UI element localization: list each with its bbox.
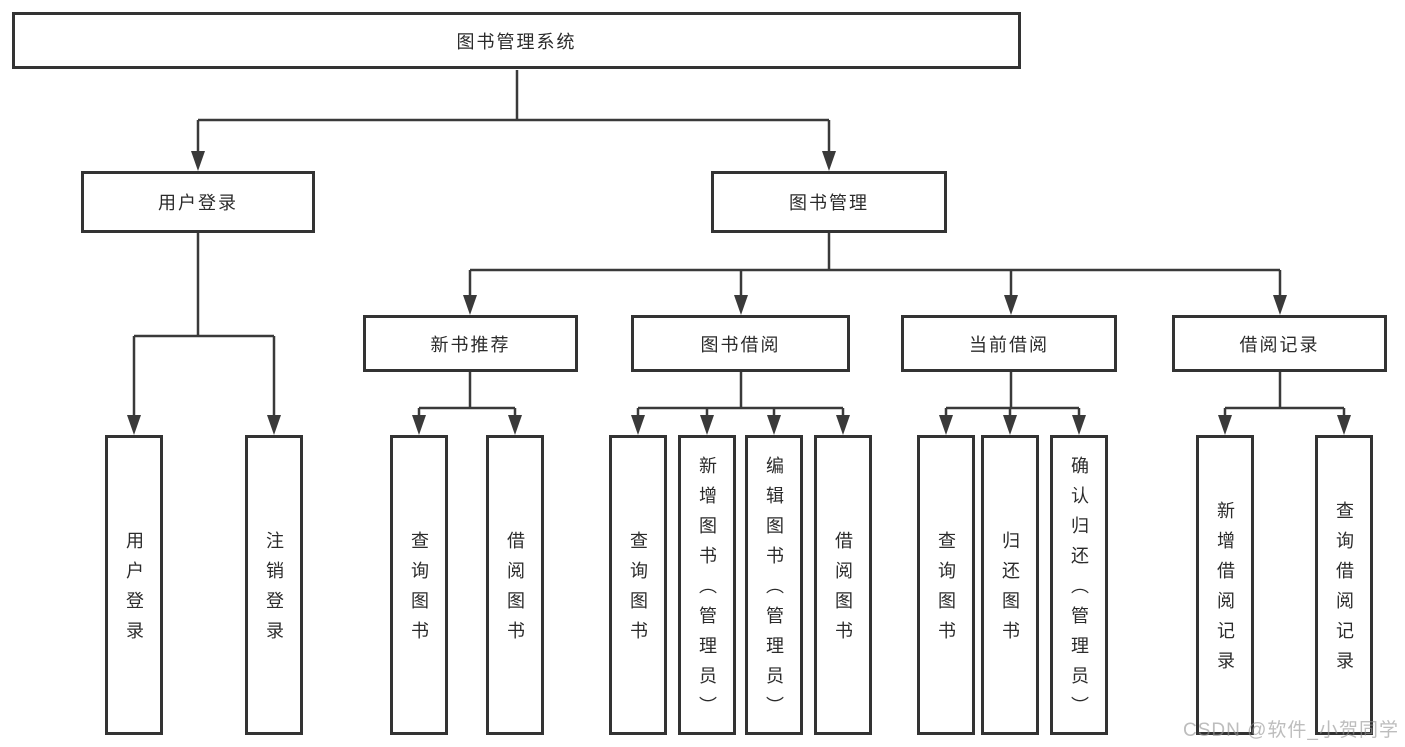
node-new-book-recommend: 新书推荐 [363,315,578,372]
node-user-login: 用户登录 [81,171,315,233]
leaf-borrow-books-borrowing: 借阅图书 [814,435,872,735]
leaf-edit-book-admin-label: 编辑图书（管理员） [764,456,784,726]
node-book-management: 图书管理 [711,171,947,233]
leaf-edit-book-admin: 编辑图书（管理员） [745,435,803,735]
node-root: 图书管理系统 [12,12,1021,69]
node-current-borrowing: 当前借阅 [901,315,1117,372]
leaf-query-books-borrowing: 查询图书 [609,435,667,735]
leaf-user-login-label: 用户登录 [124,531,144,651]
leaf-logout-label: 注销登录 [264,531,284,651]
node-book-borrowing-label: 图书借阅 [700,334,781,355]
node-new-book-recommend-label: 新书推荐 [430,334,511,355]
leaf-return-books: 归还图书 [981,435,1039,735]
connector-paths [132,70,1346,421]
watermark: CSDN @软件_小贺同学 [1183,720,1399,741]
node-book-borrowing: 图书借阅 [631,315,850,372]
leaf-query-books-current: 查询图书 [917,435,975,735]
leaf-borrow-books-borrowing-label: 借阅图书 [833,531,853,651]
leaf-add-borrow-record-label: 新增借阅记录 [1215,501,1235,681]
node-book-management-label: 图书管理 [789,193,869,213]
node-root-label: 图书管理系统 [456,31,577,52]
leaf-query-books-current-label: 查询图书 [936,531,956,651]
node-borrowing-records: 借阅记录 [1172,315,1387,372]
node-current-borrowing-label: 当前借阅 [969,334,1049,355]
leaf-query-borrow-record-label: 查询借阅记录 [1334,501,1354,681]
leaf-borrow-books-recommend: 借阅图书 [486,435,544,735]
leaf-query-books-recommend: 查询图书 [390,435,448,735]
leaf-borrow-books-recommend-label: 借阅图书 [505,531,525,651]
leaf-query-borrow-record: 查询借阅记录 [1315,435,1373,735]
leaf-add-book-admin: 新增图书（管理员） [678,435,736,735]
leaf-query-books-borrowing-label: 查询图书 [628,531,648,651]
leaf-user-login: 用户登录 [105,435,163,735]
node-borrowing-records-label: 借阅记录 [1239,334,1320,355]
leaf-add-book-admin-label: 新增图书（管理员） [697,456,717,726]
leaf-query-books-recommend-label: 查询图书 [409,531,429,651]
node-user-login-label: 用户登录 [158,193,238,213]
leaf-confirm-return-admin-label: 确认归还（管理员） [1069,456,1089,726]
leaf-add-borrow-record: 新增借阅记录 [1196,435,1254,735]
leaf-confirm-return-admin: 确认归还（管理员） [1050,435,1108,735]
leaf-return-books-label: 归还图书 [1000,531,1020,651]
arrowheads [127,151,1351,435]
leaf-logout: 注销登录 [245,435,303,735]
